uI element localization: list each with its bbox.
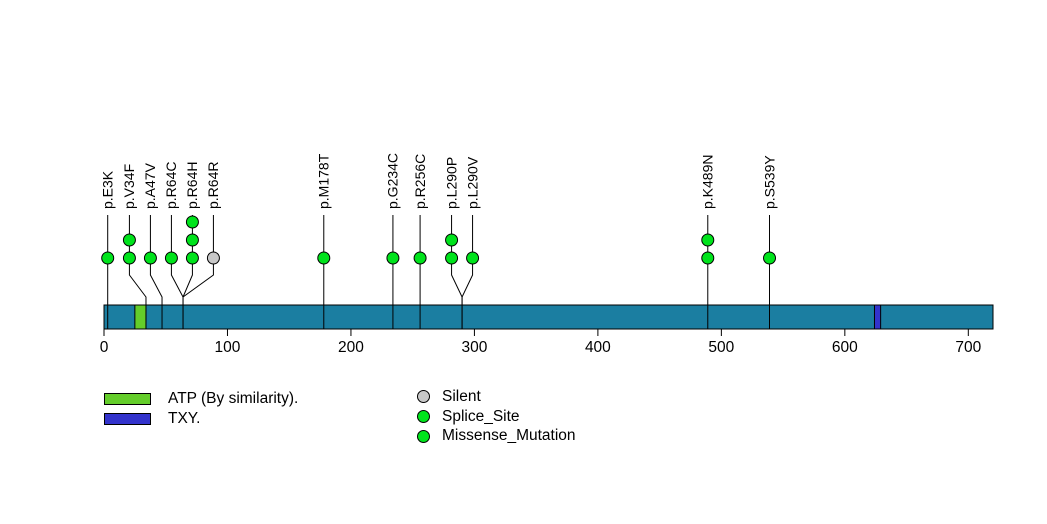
mutation-label-p.L290V: p.L290V (464, 156, 480, 209)
axis-tick-label-500: 500 (708, 339, 734, 356)
axis-tick-label-200: 200 (338, 339, 364, 356)
consequence-legend-label: Splice_Site (442, 407, 520, 425)
consequence-legend-item: Missense_Mutation (417, 426, 576, 446)
consequence-legend-label: Silent (442, 387, 481, 405)
stem-p.R64R (182, 215, 214, 329)
mutation-label-p.K489N: p.K489N (700, 155, 716, 209)
mutation-circle-p.L290P (445, 251, 459, 265)
domain-swatch-icon (104, 413, 151, 425)
mutation-circle-p.M178T (317, 251, 331, 265)
domain-legend: ATP (By similarity). TXY. (104, 389, 298, 429)
consequence-dot-icon (417, 429, 430, 443)
mutation-label-p.S539Y: p.S539Y (761, 155, 777, 209)
stem-p.A47V (149, 215, 163, 329)
mutation-circle-p.E3K (101, 251, 115, 265)
domain-atpbysimilarity (134, 304, 147, 330)
mutation-label-p.M178T: p.M178T (316, 153, 332, 209)
mutation-circle-p.R64H (185, 251, 199, 265)
mutation-circle-p.A47V (143, 251, 157, 265)
consequence-legend-item: Splice_Site (417, 407, 576, 427)
domain-legend-label: TXY. (168, 410, 201, 427)
mutation-circle-p.K489N (701, 251, 715, 265)
domain-legend-item: TXY. (104, 409, 298, 429)
mutation-label-p.L290P: p.L290P (443, 157, 459, 209)
consequence-legend-item: Silent (417, 387, 576, 407)
protein-bar (103, 304, 994, 330)
axis-tick-label-400: 400 (585, 339, 611, 356)
mutation-circle-p.L290V (466, 251, 480, 265)
mutation-label-p.R64H: p.R64H (184, 162, 200, 209)
axis-tick-label-600: 600 (832, 339, 858, 356)
axis-tick-label-100: 100 (215, 339, 241, 356)
axis-tick-label-300: 300 (461, 339, 487, 356)
mutation-circle-p.R64H (185, 233, 199, 247)
mutation-circle-p.R64R (206, 251, 220, 265)
stem-p.L290V (461, 215, 474, 329)
axis-tick-label-0: 0 (100, 339, 109, 356)
mutation-circle-p.R64H (185, 215, 199, 229)
domain-txy (873, 304, 882, 330)
axis-tick-label-700: 700 (955, 339, 981, 356)
mutation-circle-p.V34F (122, 233, 136, 247)
consequence-dot-icon (417, 410, 430, 424)
domain-swatch-icon (104, 393, 151, 405)
mutation-circle-p.V34F (122, 251, 136, 265)
consequence-dot-icon (417, 390, 430, 404)
mutation-label-p.R256C: p.R256C (412, 154, 428, 209)
mutation-circle-p.S539Y (763, 251, 777, 265)
domain-legend-label: ATP (By similarity). (168, 390, 299, 407)
mutation-label-p.E3K: p.E3K (99, 170, 115, 209)
mutation-label-p.V34F: p.V34F (121, 164, 137, 209)
domain-legend-item: ATP (By similarity). (104, 389, 298, 409)
mutation-circle-p.G234C (386, 251, 400, 265)
mutation-label-p.R64R: p.R64R (205, 162, 221, 209)
mutation-circle-p.R64C (164, 251, 178, 265)
mutation-circle-p.L290P (445, 233, 459, 247)
mutation-label-p.G234C: p.G234C (385, 153, 401, 209)
mutation-circle-p.K489N (701, 233, 715, 247)
mutation-circle-p.R256C (413, 251, 427, 265)
consequence-legend-label: Missense_Mutation (442, 427, 576, 445)
mutation-label-p.R64C: p.R64C (163, 162, 179, 209)
mutation-label-p.A47V: p.A47V (142, 162, 158, 209)
